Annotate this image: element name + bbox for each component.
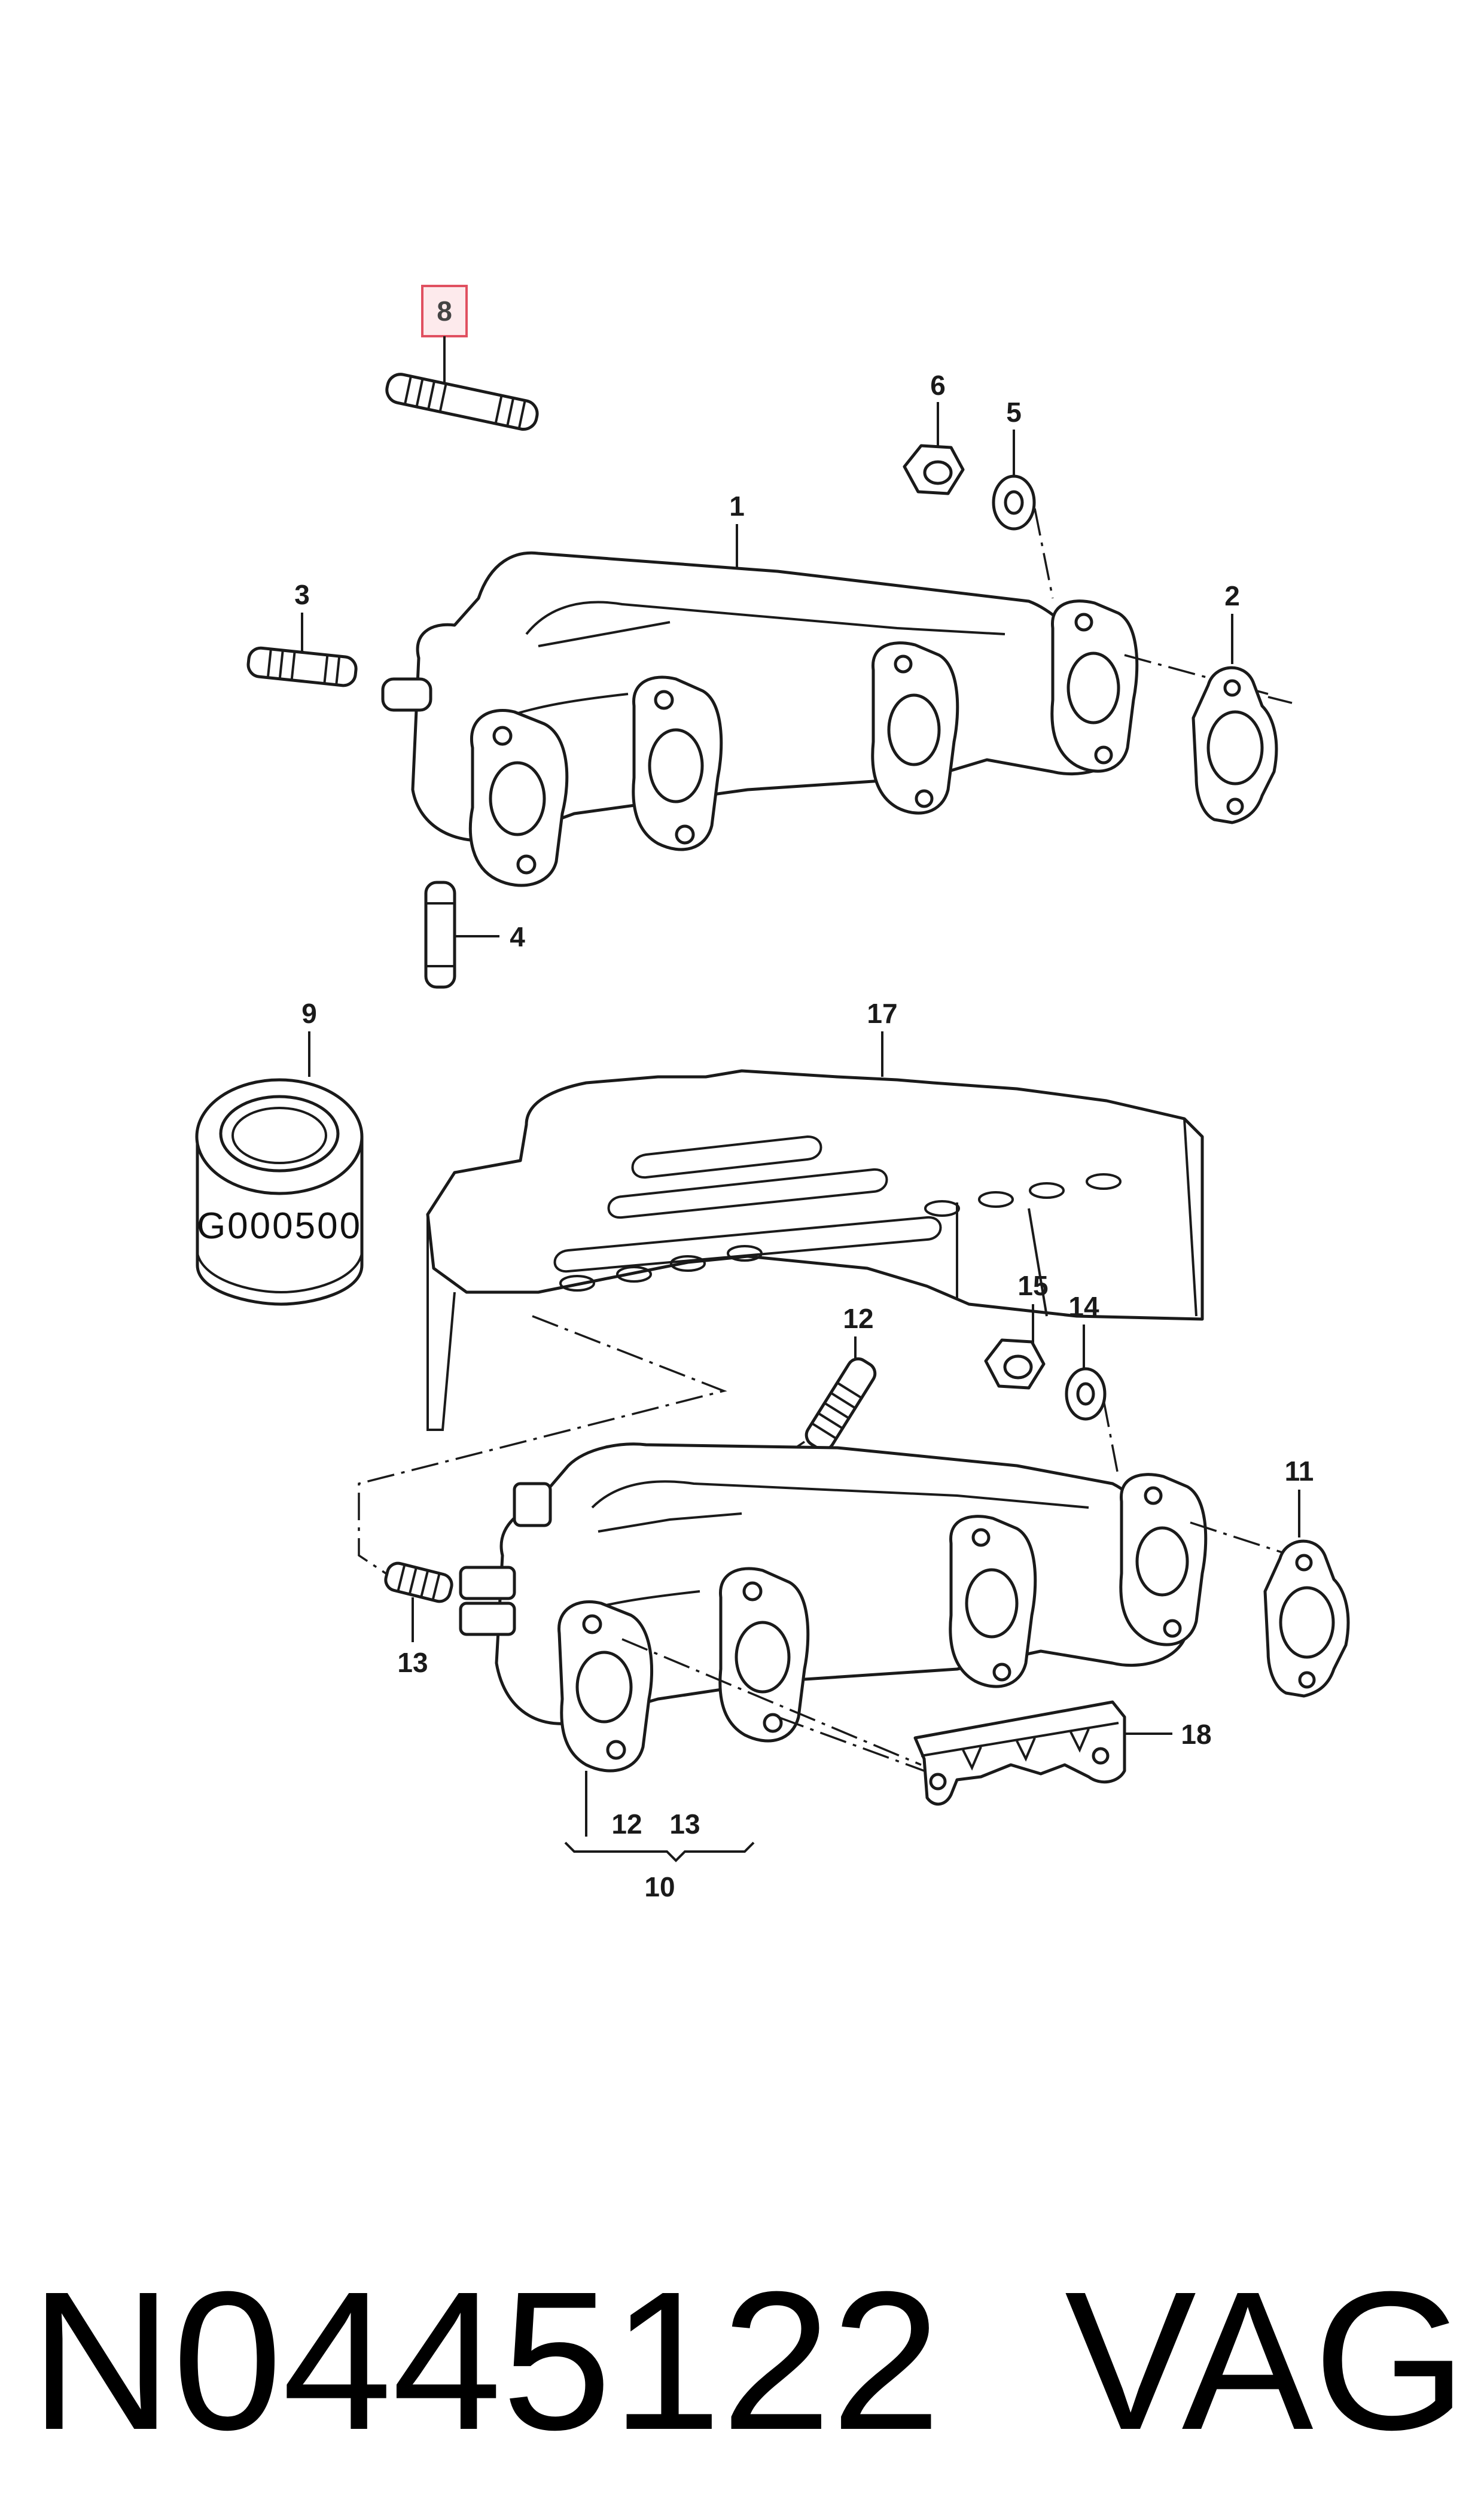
- callout-8: 8: [437, 296, 452, 327]
- callout-1: 1: [729, 491, 745, 522]
- callout-11: 11: [1285, 1456, 1314, 1487]
- sealant-label: G000500: [197, 1205, 362, 1247]
- callout-3: 3: [294, 579, 310, 610]
- callout-13b: 13: [669, 1808, 700, 1840]
- part-3-stud[interactable]: 3: [246, 579, 358, 687]
- callout-5: 5: [1006, 397, 1022, 428]
- part-8-stud[interactable]: 8: [385, 285, 540, 432]
- part-18-bracket[interactable]: 18: [913, 1700, 1212, 1806]
- callout-15: 15: [1017, 1270, 1048, 1301]
- part-12-stud[interactable]: 12: [777, 1303, 879, 1461]
- callout-12a: 12: [843, 1303, 873, 1334]
- part-17-heat-shield[interactable]: 17: [358, 998, 1204, 1581]
- callout-9: 9: [301, 998, 317, 1029]
- callout-18: 18: [1181, 1719, 1211, 1750]
- part-6-nut[interactable]: 6: [903, 370, 965, 495]
- callout-17: 17: [867, 998, 897, 1029]
- part-13-stud[interactable]: 13: [383, 1561, 454, 1678]
- part-2-gasket[interactable]: 2: [1192, 580, 1293, 824]
- callout-6: 6: [930, 370, 946, 401]
- part-15-nut[interactable]: 15: [984, 1270, 1049, 1390]
- callout-13a: 13: [397, 1647, 428, 1678]
- callout-14: 14: [1068, 1291, 1099, 1322]
- part-11-gasket[interactable]: 11: [1263, 1456, 1350, 1698]
- footer-brand: VAG: [1065, 2250, 1467, 2471]
- footer-part-number: N0445122: [30, 2250, 941, 2471]
- callout-12b: 12: [611, 1808, 642, 1840]
- part-1-exhaust-manifold[interactable]: 1: [381, 491, 1269, 887]
- callout-4: 4: [510, 921, 525, 952]
- callout-2: 2: [1224, 580, 1240, 611]
- part-5-washer[interactable]: 5: [992, 397, 1054, 599]
- part-14-washer[interactable]: 14: [1065, 1291, 1120, 1478]
- part-9-sealant-can[interactable]: 9 G000500: [195, 998, 364, 1306]
- part-10-exhaust-manifold[interactable]: 12 13 10: [459, 1442, 1311, 1902]
- part-4-pin[interactable]: 4: [424, 881, 525, 989]
- callout-10: 10: [644, 1871, 675, 1902]
